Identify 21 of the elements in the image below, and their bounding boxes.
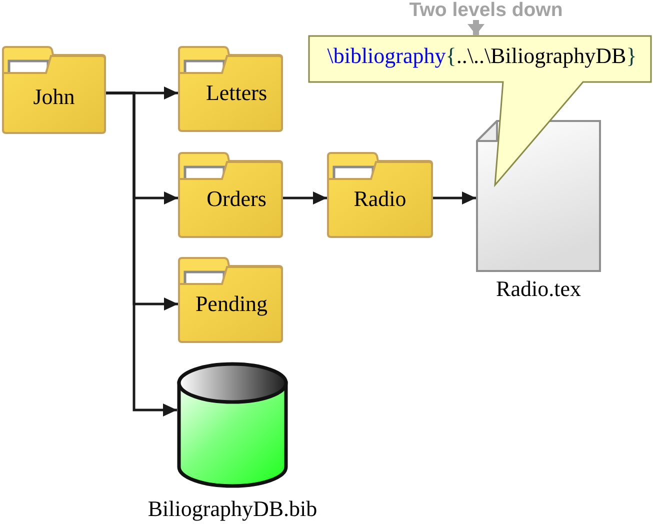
file-name: BiliographyDB.bib: [148, 497, 318, 521]
arrow: [468, 20, 484, 35]
file-name: Radio.tex: [496, 277, 581, 301]
folder-label: Pending: [195, 291, 268, 317]
folder: [2, 46, 106, 134]
folder-label: Radio: [354, 186, 406, 212]
folder-label: John: [33, 84, 75, 110]
arrow: [283, 192, 327, 204]
folder-label: Orders: [206, 186, 266, 212]
folder: [178, 46, 283, 132]
document-shape: [476, 120, 601, 272]
arrow: [433, 192, 476, 204]
annotation-text: Two levels down: [403, 0, 569, 20]
code-text: \bibliography{..\..\BiliographyDB}: [327, 43, 637, 69]
folder: [178, 152, 283, 238]
folder-label: Letters: [206, 80, 268, 106]
database-cylinder: [177, 362, 288, 488]
folder: [178, 257, 283, 343]
speech-bubble: [308, 35, 652, 186]
arrow: [106, 92, 177, 416]
folder: [327, 152, 433, 238]
